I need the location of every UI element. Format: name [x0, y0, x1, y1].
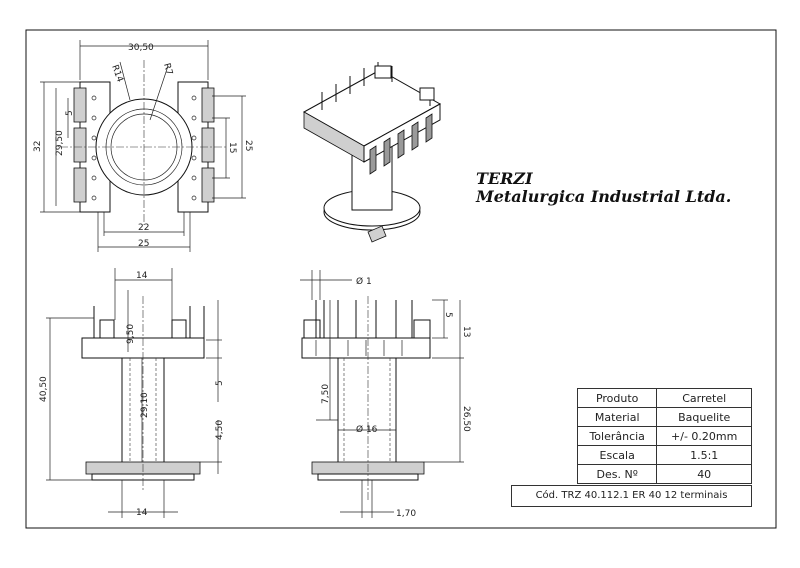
dim-radius-outer: R14: [109, 64, 125, 84]
title-value: +/- 0.20mm: [656, 426, 752, 446]
dim-radius-inner: R7: [161, 62, 174, 76]
dim-bottom-25: 25: [138, 239, 149, 249]
title-label: Escala: [576, 445, 658, 465]
top-view: 30,50 R14 R7 32 29,50 5 15 25 22 25: [33, 40, 253, 252]
dim-side-13: 13: [461, 326, 471, 337]
company-name: TERZI Metalurgica Industrial Ltda.: [476, 170, 731, 206]
part-code: Cód. TRZ 40.112.1 ER 40 12 terminais: [511, 485, 752, 507]
dim-right-25: 25: [243, 140, 253, 151]
dim-bottom-22: 22: [138, 223, 149, 233]
dim-front-5: 5: [215, 380, 225, 386]
company-line-2: Metalurgica Industrial Ltda.: [476, 187, 732, 206]
title-label: Material: [576, 407, 658, 427]
title-value: Carretel: [656, 388, 752, 408]
dim-side-170: 1,70: [396, 509, 416, 519]
title-row-tolerance: Tolerância +/- 0.20mm: [576, 426, 752, 446]
dim-side-2650: 26,50: [461, 406, 471, 432]
dim-height-2950: 29,50: [55, 130, 65, 156]
isometric-view: [302, 62, 442, 243]
sheet-border: [25, 29, 777, 529]
title-row-material: Material Baquelite: [576, 407, 752, 427]
dim-side-d1: Ø 1: [356, 276, 372, 287]
dim-front-450: 4,50: [215, 420, 225, 440]
dim-side-d16: Ø 16: [356, 424, 378, 435]
title-row-product: Produto Carretel: [576, 388, 752, 408]
title-row-scale: Escala 1.5:1: [576, 445, 752, 465]
title-value: 1.5:1: [656, 445, 752, 465]
dim-side-5: 5: [443, 312, 453, 318]
dim-side-750: 7,50: [321, 384, 331, 404]
title-label: Des. Nº: [576, 464, 658, 484]
company-line-1: TERZI: [476, 169, 533, 188]
dim-height-32: 32: [33, 141, 43, 152]
dim-right-15: 15: [227, 142, 237, 153]
title-label: Produto: [576, 388, 658, 408]
title-row-drawing-number: Des. Nº 40: [576, 464, 752, 484]
dim-pitch-5: 5: [65, 110, 75, 116]
front-view: 14 40,50 9,50 29,10 5 4,50 14: [39, 268, 225, 518]
title-value: Baquelite: [656, 407, 752, 427]
title-block: Produto Carretel Material Baquelite Tole…: [576, 388, 752, 484]
dim-front-950: 9,50: [126, 324, 136, 344]
side-view: Ø 1 5 13 26,50 7,50 Ø 16 1,70: [300, 270, 471, 519]
title-label: Tolerância: [576, 426, 658, 446]
title-value: 40: [656, 464, 752, 484]
dim-top-width: 30,50: [128, 43, 154, 53]
dim-front-4050: 40,50: [39, 376, 49, 402]
dim-front-2910: 29,10: [140, 392, 150, 418]
dim-front-14-top: 14: [136, 271, 148, 281]
dim-front-14-bottom: 14: [136, 508, 148, 518]
